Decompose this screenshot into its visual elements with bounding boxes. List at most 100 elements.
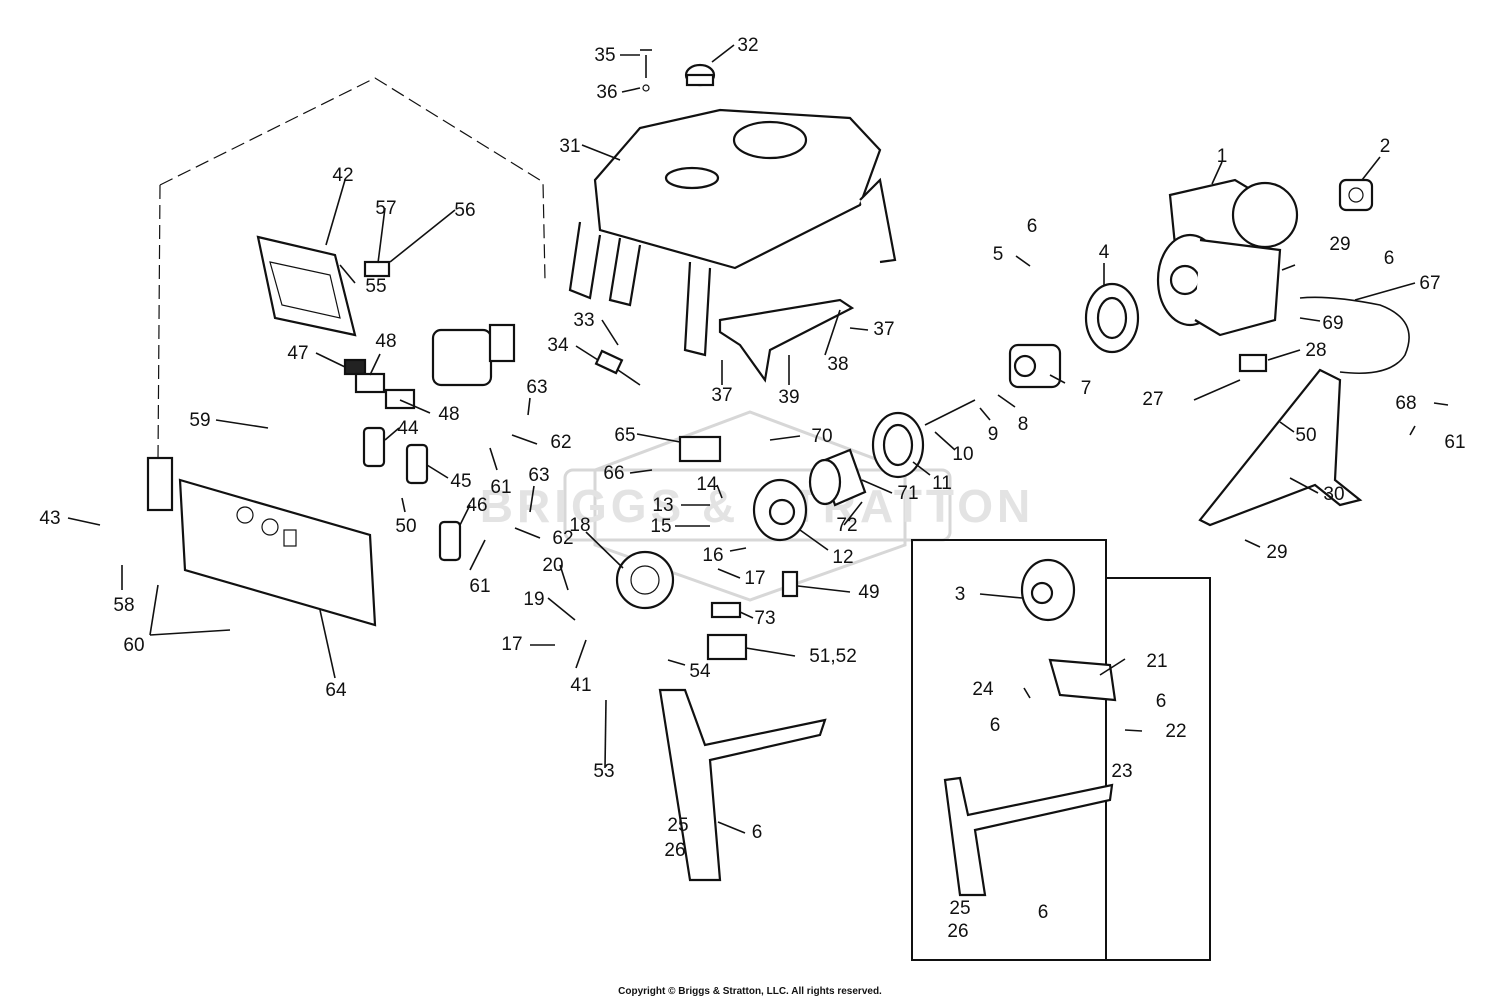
control-panel xyxy=(178,478,377,627)
circuit-breaker-47 xyxy=(343,358,367,376)
callout-59: 59 xyxy=(189,410,210,431)
callout-3: 3 xyxy=(955,584,966,605)
stator-housing xyxy=(808,448,867,507)
callout-48-top: 48 xyxy=(375,331,396,352)
callout-68: 68 xyxy=(1395,393,1416,414)
circuit-breaker-48a xyxy=(354,372,386,394)
callout-71: 71 xyxy=(897,483,918,504)
inset-panel xyxy=(911,539,1107,961)
callout-43: 43 xyxy=(39,508,60,529)
receptacle-46 xyxy=(438,520,462,562)
frame-center xyxy=(658,688,827,882)
callout-23: 23 xyxy=(1111,761,1132,782)
callout-13: 13 xyxy=(652,495,673,516)
callout-27: 27 xyxy=(1142,389,1163,410)
callout-6-center-frame: 6 xyxy=(752,822,763,843)
inset-panel-extension xyxy=(912,540,1211,961)
callout-4: 4 xyxy=(1099,242,1110,263)
callout-7: 7 xyxy=(1081,378,1092,399)
callout-73: 73 xyxy=(754,608,775,629)
callout-49: 49 xyxy=(858,582,879,603)
callout-28: 28 xyxy=(1305,340,1326,361)
terminal-block xyxy=(678,435,722,463)
callout-63-upper: 63 xyxy=(526,377,547,398)
callout-39: 39 xyxy=(778,387,799,408)
callout-50-left: 50 xyxy=(395,516,416,537)
callout-58: 58 xyxy=(113,595,134,616)
callout-41: 41 xyxy=(570,675,591,696)
callout-17-right: 17 xyxy=(744,568,765,589)
callout-38: 38 xyxy=(827,354,848,375)
callout-47: 47 xyxy=(287,343,308,364)
meter-box xyxy=(256,235,357,337)
callout-25-center: 25 xyxy=(667,815,688,836)
circuit-breaker-48b xyxy=(384,388,416,410)
meter-connector xyxy=(363,260,391,278)
copyright-notice: Copyright © Briggs & Stratton, LLC. All … xyxy=(618,986,882,997)
callout-54: 54 xyxy=(689,661,711,682)
callout-labels: 1 2 3 4 5 6 6 6 6 6 6 7 8 9 10 11 12 13 … xyxy=(39,35,1465,942)
fuel-tank xyxy=(568,108,897,357)
callout-64: 64 xyxy=(325,680,347,701)
callout-6-tank: 6 xyxy=(1027,216,1038,237)
callout-36: 36 xyxy=(596,82,617,103)
callout-12: 12 xyxy=(832,547,853,568)
assembly-dashed-lines xyxy=(157,77,546,461)
callout-18: 18 xyxy=(569,515,590,536)
callout-16: 16 xyxy=(702,545,723,566)
callout-leader-lines xyxy=(67,44,1449,834)
stator xyxy=(871,411,925,479)
engine-ground-wire xyxy=(1299,296,1410,375)
callout-53: 53 xyxy=(593,761,614,782)
through-bolt xyxy=(924,399,976,426)
receptacle-51-52 xyxy=(706,633,748,661)
callout-46: 46 xyxy=(466,495,487,516)
rectifier-plug xyxy=(710,601,742,619)
fuel-valve xyxy=(594,349,641,386)
callout-62-upper: 62 xyxy=(550,432,571,453)
callout-61-right: 61 xyxy=(1444,432,1465,453)
tank-bracket xyxy=(718,298,855,383)
callout-24: 24 xyxy=(972,679,994,700)
callout-67: 67 xyxy=(1419,273,1440,294)
frame-right xyxy=(1198,368,1363,527)
callout-9: 9 xyxy=(988,424,999,445)
callout-29-bottom: 29 xyxy=(1266,542,1287,563)
callout-29-top: 29 xyxy=(1329,234,1350,255)
callout-63-lower: 63 xyxy=(528,465,549,486)
callout-1: 1 xyxy=(1217,146,1228,167)
callout-31: 31 xyxy=(559,136,580,157)
callout-34: 34 xyxy=(547,335,569,356)
callout-26-inset: 26 xyxy=(947,921,968,942)
callout-8: 8 xyxy=(1018,414,1029,435)
callout-60: 60 xyxy=(123,635,144,656)
callout-19: 19 xyxy=(523,589,544,610)
inset-rotor xyxy=(1020,558,1076,622)
callout-57: 57 xyxy=(375,198,396,219)
callout-26-center: 26 xyxy=(664,840,685,861)
callout-72: 72 xyxy=(836,515,857,536)
callout-2: 2 xyxy=(1380,136,1391,157)
callout-20: 20 xyxy=(542,555,563,576)
inset-bracket xyxy=(1048,658,1117,702)
fuel-cap-screw xyxy=(640,49,652,92)
engine-cover-cap xyxy=(1338,178,1374,212)
frame-inset xyxy=(943,776,1114,897)
callout-69: 69 xyxy=(1322,313,1343,334)
fan-ring xyxy=(1084,282,1140,354)
engine-mount-bracket xyxy=(1238,353,1268,373)
callout-14: 14 xyxy=(696,474,718,495)
callout-25-inset: 25 xyxy=(949,898,970,919)
callout-48-bottom: 48 xyxy=(438,404,459,425)
callout-21: 21 xyxy=(1146,651,1167,672)
callout-61-lower: 61 xyxy=(469,576,490,597)
end-bell xyxy=(752,478,808,542)
callout-15: 15 xyxy=(650,516,671,537)
receptacle-45 xyxy=(405,443,429,485)
callout-55: 55 xyxy=(365,276,386,297)
callout-6-inset-frame: 6 xyxy=(1038,902,1049,923)
callout-10: 10 xyxy=(952,444,973,465)
callout-17-left: 17 xyxy=(501,634,522,655)
brush-holder xyxy=(615,550,675,610)
